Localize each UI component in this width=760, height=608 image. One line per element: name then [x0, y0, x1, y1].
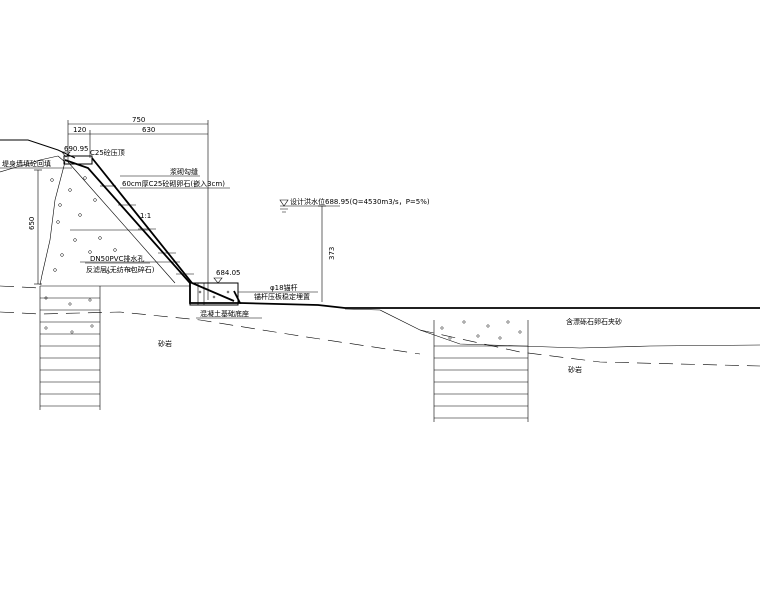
design-flood-label: 设计洪水位688.95(Q=4530m3/s，P=5%) — [290, 197, 430, 206]
fill-hatching — [44, 176, 522, 340]
ground-line-left — [0, 139, 76, 159]
rock-gutter-label: 浆砌勾缝 — [170, 167, 198, 176]
bedrock-left-label: 砂岩 — [158, 339, 172, 348]
toe-foundation — [189, 282, 239, 306]
top-cap — [63, 155, 93, 165]
toe-elev-label: 684.05 — [216, 269, 241, 277]
dim-height-left: 650 — [28, 217, 36, 230]
embankment-outline — [0, 155, 59, 173]
crest-label: 堤身墙填砼回填 — [2, 159, 51, 168]
anchor-label: φ18锚杆 — [270, 283, 298, 292]
dim-right: 630 — [142, 126, 155, 134]
wall-inner-line — [67, 161, 176, 284]
dimension-top — [67, 120, 209, 300]
anchor-note-label: 锚杆压板稳定埋置 — [254, 292, 310, 301]
foundation-label: 混凝土基础底座 — [200, 309, 249, 318]
borehole-left — [39, 286, 101, 410]
embankment-fill-boundary — [39, 155, 66, 286]
gravel-label: 含漂砾石卵石夹砂 — [566, 317, 622, 326]
slope-label: 1:1 — [140, 212, 151, 220]
riverbed-sub — [344, 308, 760, 349]
dim-left: 120 — [73, 126, 86, 134]
drain-pipe-label: DN50PVC排水孔 — [90, 254, 144, 263]
top-elev-marker — [61, 151, 71, 158]
dimension-left — [34, 169, 42, 285]
top-gutter-label: C25砼压顶 — [90, 148, 125, 157]
dim-height-right: 373 — [328, 247, 336, 260]
face-label: 60cm厚C25砼砌卵石(嵌入3cm) — [122, 179, 225, 188]
toe-elev-marker — [213, 277, 223, 284]
bedrock-line-left — [0, 311, 421, 355]
top-elev-label: 690.95 — [64, 145, 89, 153]
dimension-right — [280, 205, 340, 302]
bedrock-line-right — [419, 329, 760, 367]
filter-label: 反滤层(无纺布包碎石) — [86, 265, 155, 274]
dim-total: 750 — [132, 116, 145, 124]
water-level-symbol — [279, 199, 289, 213]
bedrock-line-left-2 — [0, 285, 41, 289]
riverbed-line — [239, 302, 760, 309]
bedrock-right-label: 砂岩 — [568, 365, 582, 374]
borehole-right — [433, 320, 529, 422]
